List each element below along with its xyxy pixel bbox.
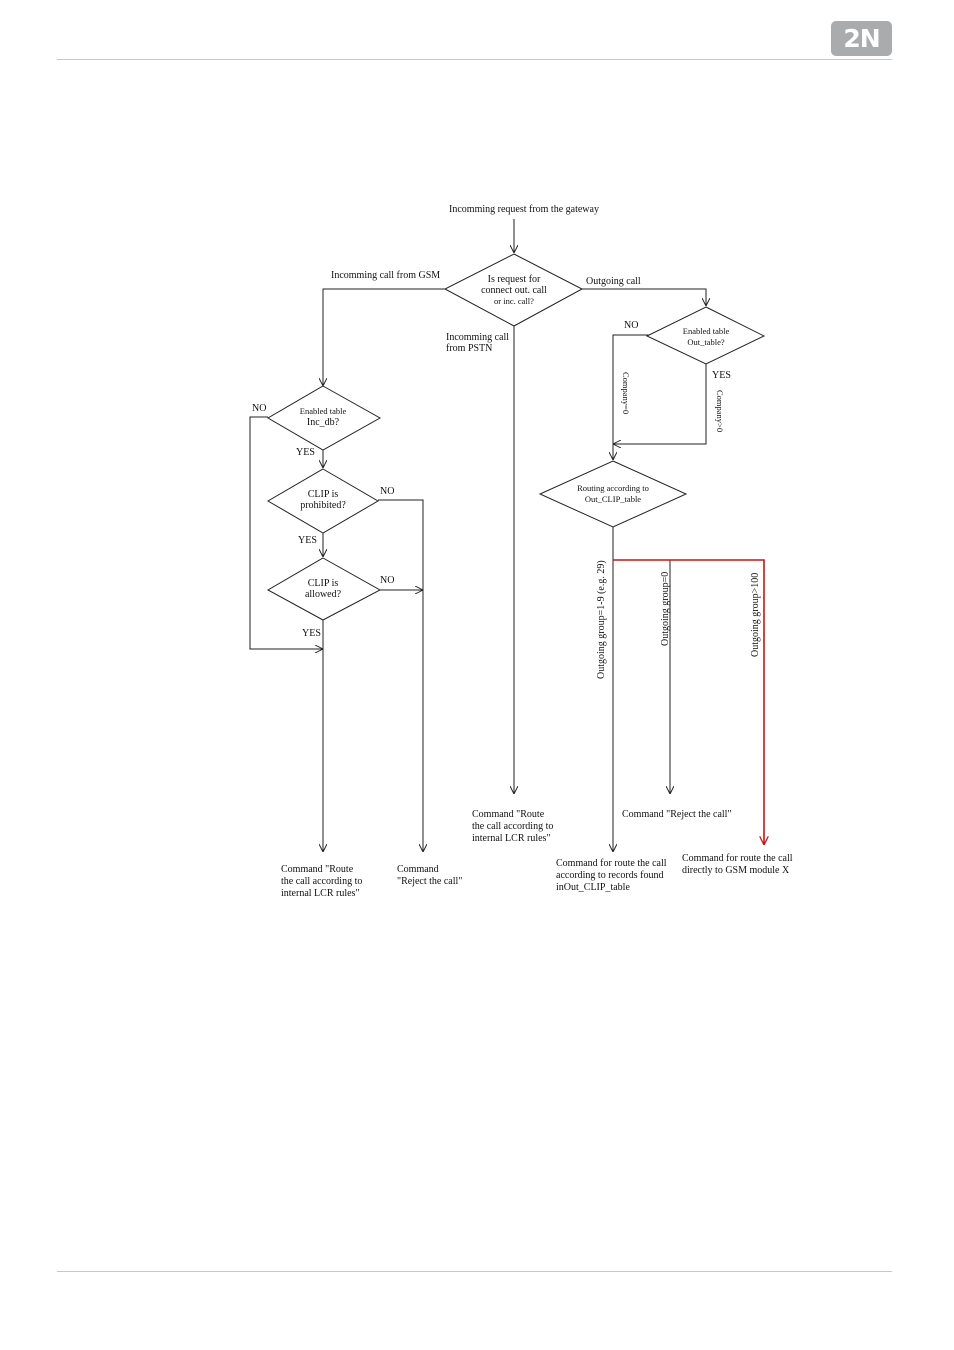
clip-allowed-yes-label: YES (302, 628, 321, 639)
arrow-out-table-no (612, 334, 651, 444)
inc-db-line-1: Enabled table (300, 406, 347, 416)
end-reject-left-line-2: "Reject the call" (397, 876, 462, 887)
header-divider (57, 59, 892, 60)
out-table-yes-label: YES (712, 370, 731, 381)
company-gt0-label: Company>0 (715, 390, 725, 432)
out-table-no-label: NO (624, 320, 638, 331)
branch-pstn-line-1: Incomming call (446, 332, 509, 343)
end-route-gsm-line-2: directly to GSM module X (682, 865, 790, 876)
clip-allowed-no-label: NO (380, 575, 394, 586)
clip-prohibited-line-2: prohibited? (300, 500, 346, 511)
end-route-records-line-3: inOut_CLIP_table (556, 882, 630, 893)
branch-pstn-line-2: from PSTN (446, 343, 492, 354)
arrow-group-100 (613, 559, 764, 845)
arrow-inc-db-no (249, 416, 323, 649)
routing-line-1: Routing according to (577, 483, 649, 493)
end-route-records-line-2: according to records found (556, 870, 663, 881)
decision-inc-db (267, 385, 382, 451)
end-route-lcr-pstn-line-1: Command "Route (472, 809, 545, 820)
decision-clip-allowed (266, 557, 382, 621)
group-1-9-label: Outgoing group=1-9 (e.g. 29) (596, 560, 607, 679)
decision-out-table (645, 306, 766, 365)
main-decision-line-1: Is request for (488, 274, 541, 285)
decision-main (443, 253, 584, 327)
end-route-records-line-1: Command for route the call (556, 858, 667, 869)
inc-db-no-label: NO (252, 403, 266, 414)
company-0-label: Company=0 (621, 372, 631, 414)
out-table-line-1: Enabled table (683, 326, 730, 336)
end-reject-right: Command "Reject the call" (622, 809, 732, 820)
end-reject-left-line-1: Command (397, 864, 439, 875)
end-route-lcr-left-line-3: internal LCR rules" (281, 888, 360, 899)
arrow-out-table-yes (613, 364, 707, 444)
end-route-lcr-pstn-line-2: the call according to (472, 821, 553, 832)
clip-allowed-line-2: allowed? (305, 589, 342, 600)
end-route-lcr-left-line-1: Command "Route (281, 864, 354, 875)
end-route-lcr-left-line-2: the call according to (281, 876, 362, 887)
inc-db-yes-label: YES (296, 447, 315, 458)
2n-logo: 2N (831, 21, 892, 56)
out-table-line-2: Out_table? (687, 337, 725, 347)
arrow-outgoing-branch (582, 288, 706, 306)
group-0-label: Outgoing group=0 (660, 572, 671, 646)
branch-outgoing-label: Outgoing call (586, 276, 641, 287)
branch-gsm-label: Incomming call from GSM (331, 270, 440, 281)
footer-divider (57, 1271, 892, 1272)
arrow-gsm-branch (323, 288, 445, 386)
clip-prohibited-line-1: CLIP is (308, 489, 339, 500)
main-decision-line-3: or inc. call? (494, 296, 534, 306)
clip-prohibited-no-label: NO (380, 486, 394, 497)
clip-allowed-line-1: CLIP is (308, 578, 339, 589)
group-100-label: Outgoing group>100 (750, 573, 761, 657)
decision-clip-prohibited (267, 468, 379, 534)
end-route-gsm-line-1: Command for route the call (682, 853, 793, 864)
clip-prohibited-yes-label: YES (298, 535, 317, 546)
decision-routing-out-clip (538, 460, 688, 528)
end-route-lcr-pstn-line-3: internal LCR rules" (472, 833, 551, 844)
start-label: Incomming request from the gateway (449, 204, 599, 215)
inc-db-line-2: Inc_db? (307, 417, 340, 428)
main-decision-line-2: connect out. call (481, 285, 547, 296)
arrow-prohibited-no (378, 499, 423, 852)
routing-line-2: Out_CLIP_table (585, 494, 641, 504)
